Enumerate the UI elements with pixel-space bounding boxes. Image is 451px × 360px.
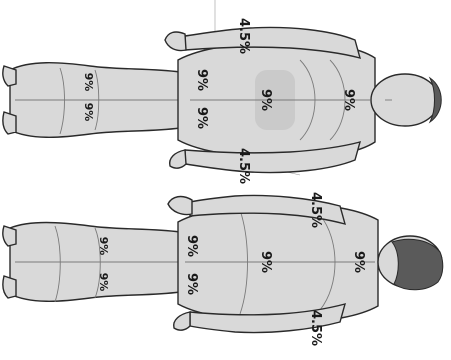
front-arm-lower-label: 4.5% [236,148,251,184]
back-hand-upper [168,197,192,215]
front-hand-upper [165,32,186,51]
back-arm-upper-label: 4.5% [308,192,323,228]
back-torso [178,204,378,322]
front-head-label: 9% [341,89,356,111]
back-head-label: 9% [351,251,366,273]
back-hand-lower [174,312,190,330]
front-thigh-right-label: 9% [194,107,209,129]
front-arm-upper-label: 4.5% [236,18,251,54]
front-thigh-left-label: 9% [194,69,209,91]
back-thigh-left-label: 9% [184,235,199,257]
front-shin-left-label: 9% [82,73,95,92]
back-arm-lower-label: 4.5% [308,310,323,346]
back-figure [3,195,443,332]
front-figure [3,28,441,173]
back-shin-left-label: 9% [97,237,110,256]
back-thigh-right-label: 9% [184,273,199,295]
front-hand-lower [170,150,186,168]
back-torso-label: 9% [258,251,273,273]
front-head [371,74,439,126]
back-shin-right-label: 9% [97,273,110,292]
front-torso-label: 9% [258,89,273,111]
front-shin-right-label: 9% [82,103,95,122]
